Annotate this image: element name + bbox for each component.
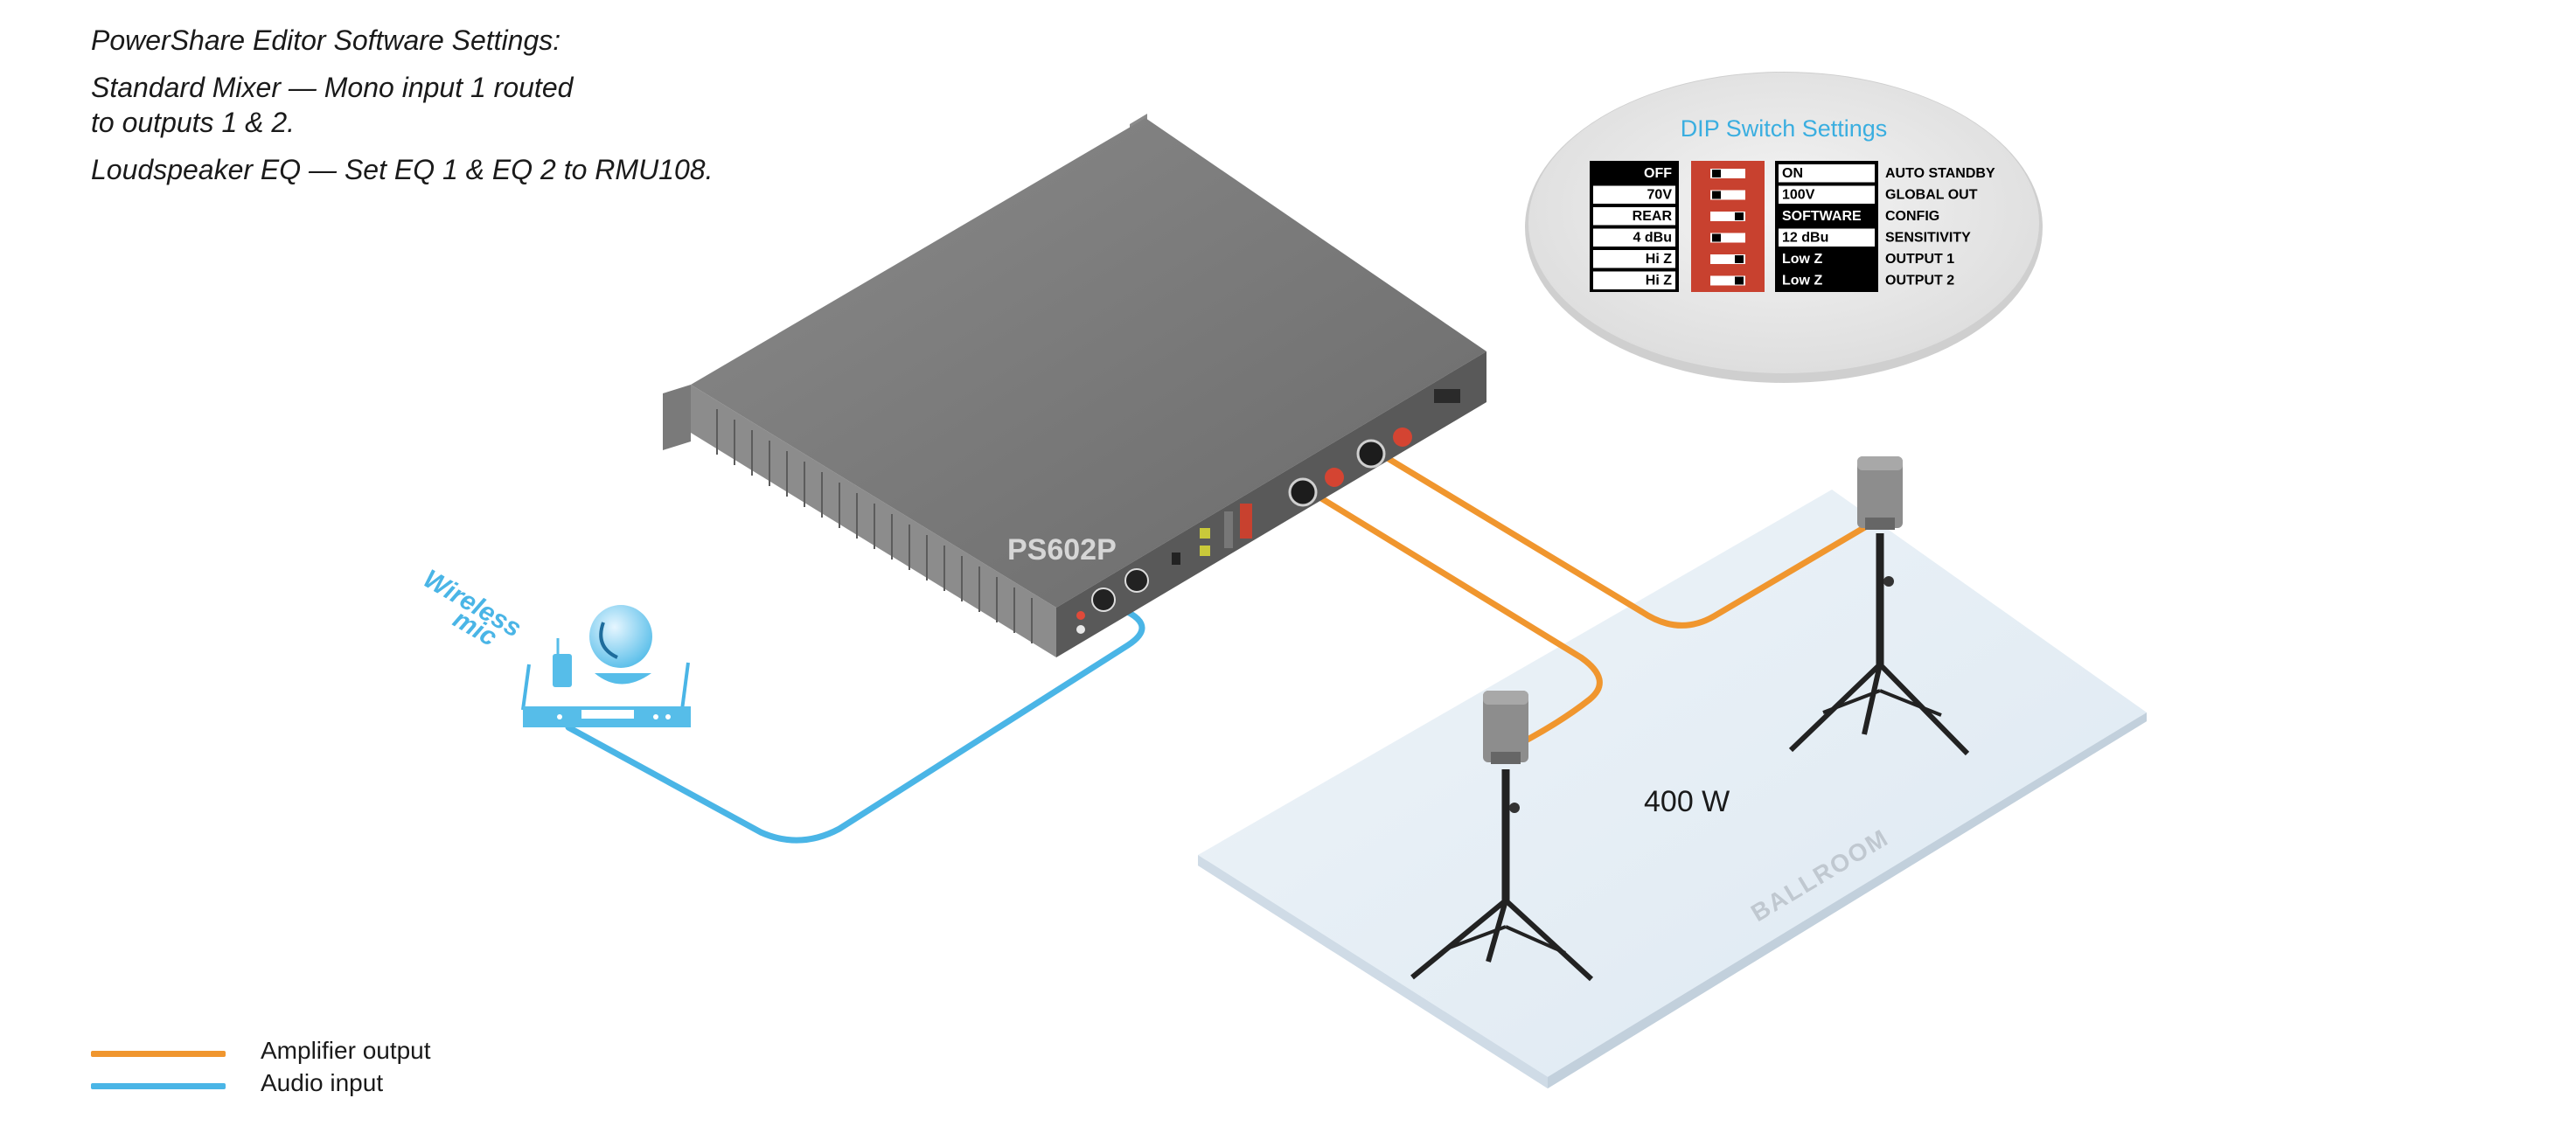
dip-left-cell	[1593, 164, 1675, 183]
mixer-note-line2: to outputs 1 & 2.	[91, 107, 296, 138]
dip-switch-knob	[1712, 191, 1721, 199]
legend-swatch-audio-input	[91, 1083, 226, 1089]
dip-switch-knob	[1735, 212, 1744, 220]
dip-left-labels	[1590, 161, 1679, 292]
eq-note: Loudspeaker EQ — Set EQ 1 & EQ 2 to RMU1…	[91, 154, 714, 185]
settings-heading: PowerShare Editor Software Settings:	[91, 24, 561, 56]
dip-switch	[1710, 254, 1745, 264]
dip-right-label: Low Z	[1782, 274, 1822, 288]
amplifier-model-label: PS602P	[1007, 533, 1117, 566]
speakon-output-1	[1288, 477, 1318, 507]
dip-right-label: ON	[1782, 166, 1803, 181]
dip-left-label: OFF	[1644, 166, 1672, 181]
bodypack-transmitter-icon	[553, 654, 572, 687]
dip-left-cell	[1593, 228, 1675, 247]
dip-right-cell	[1779, 271, 1875, 289]
legend-swatch-amplifier-output	[91, 1051, 226, 1057]
side-vents	[716, 409, 1033, 643]
headset-user-icon	[589, 605, 652, 668]
speakon-output-2	[1356, 439, 1386, 469]
legend-label-amplifier-output: Amplifier output	[261, 1037, 431, 1064]
dip-left-label: Hi Z	[1646, 252, 1672, 267]
loudspeaker-left	[1410, 691, 1594, 982]
dip-function-label: SENSITIVITY	[1885, 231, 1971, 246]
dip-right-labels	[1775, 161, 1878, 292]
dip-right-cell	[1779, 185, 1875, 204]
dip-left-label: Hi Z	[1646, 274, 1672, 288]
dip-right-cell	[1779, 228, 1875, 247]
amplifier-ps602p: PS602P	[663, 114, 1486, 657]
dip-left-cell	[1593, 207, 1675, 226]
dip-right-label: Low Z	[1782, 252, 1822, 267]
dip-left-label: 4 dBu	[1633, 231, 1672, 246]
dip-right-cell	[1779, 250, 1875, 268]
amplifier-output-cable-1	[1306, 488, 1603, 755]
dip-switch-block	[1691, 161, 1765, 292]
dip-right-label: SOFTWARE	[1782, 209, 1862, 224]
input-connector-2	[1124, 568, 1149, 593]
dip-right-cell	[1779, 207, 1875, 226]
dip-switch	[1710, 190, 1745, 200]
dip-switch-knob	[1735, 276, 1744, 285]
dip-right-label: 100V	[1782, 188, 1815, 203]
dip-function-label: GLOBAL OUT	[1885, 188, 1978, 203]
amplifier-output-cable-2	[1378, 451, 1873, 629]
ballroom-floor	[1198, 490, 2147, 1088]
dip-switch-knob	[1712, 233, 1721, 242]
dip-function-label: OUTPUT 2	[1885, 274, 1954, 288]
dip-function-label: CONFIG	[1885, 209, 1939, 224]
mixer-note-line1: Standard Mixer — Mono input 1 routed	[91, 72, 574, 103]
dip-left-label: REAR	[1633, 209, 1673, 224]
dip-left-cell	[1593, 271, 1675, 289]
dip-left-cell	[1593, 250, 1675, 268]
dip-switch-knob	[1712, 170, 1721, 177]
dip-switch-panel: DIP Switch Settings OFF ON AUTO STANDBY 70V…	[1525, 72, 2043, 383]
dip-function-label: OUTPUT 1	[1885, 252, 1954, 267]
dip-right-label: 12 dBu	[1782, 231, 1828, 246]
wireless-receiver	[521, 605, 691, 727]
dip-switch-knob	[1735, 255, 1744, 263]
audio-input-cable	[565, 601, 1145, 844]
dip-switch	[1710, 275, 1745, 286]
dip-function-label: AUTO STANDBY	[1885, 166, 1995, 181]
dip-switch	[1710, 212, 1745, 221]
dip-switch	[1710, 233, 1745, 243]
loudspeaker-right	[1788, 456, 1970, 756]
dip-switch	[1710, 169, 1745, 178]
room-power-label: 400 W	[1644, 785, 1730, 818]
legend-label-audio-input: Audio input	[261, 1069, 384, 1096]
input-connector-1	[1091, 587, 1116, 612]
dip-left-cell	[1593, 185, 1675, 204]
dip-left-label: 70V	[1647, 188, 1673, 203]
dip-right-cell	[1779, 164, 1875, 183]
dip-title: DIP Switch Settings	[1681, 115, 1888, 142]
